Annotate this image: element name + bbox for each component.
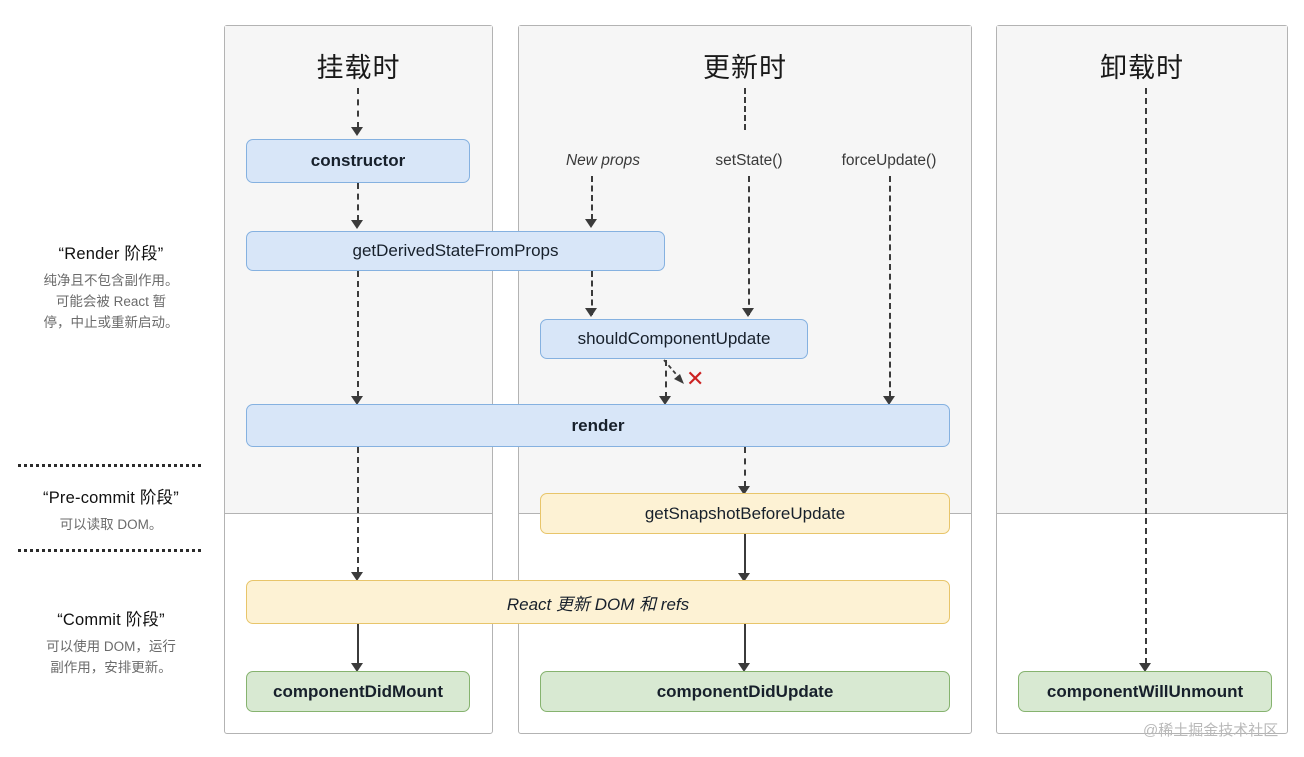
arrowhead-unmount-to-cwu — [1139, 663, 1151, 672]
column-panel-unmount: 卸载时 — [996, 25, 1288, 734]
panel-render-region-unmount — [997, 26, 1287, 514]
arrowhead-reactdom-to-cdm — [351, 663, 363, 672]
phase-title-pre-commit: “Pre-commit 阶段” — [43, 489, 179, 507]
phase-label-commit: “Commit 阶段” 可以使用 DOM，运行副作用，安排更新。 — [0, 606, 222, 679]
connector-render-to-snapshot — [744, 447, 746, 487]
column-title-unmount: 卸载时 — [1100, 53, 1184, 83]
phase-desc-commit: 可以使用 DOM，运行副作用，安排更新。 — [46, 639, 176, 675]
arrowhead-force-update — [883, 396, 895, 405]
arrowhead-set-state — [742, 308, 754, 317]
connector-gdsfp-to-render — [357, 271, 359, 397]
skip-render-arrow — [663, 359, 684, 384]
skip-render-x-icon: ✕ — [686, 366, 705, 391]
arrowhead-reactdom-to-cdu — [738, 663, 750, 672]
node-get-derived-state-from-props[interactable]: getDerivedStateFromProps — [246, 231, 665, 271]
phase-title-render: “Render 阶段” — [58, 245, 164, 263]
column-title-update: 更新时 — [703, 53, 787, 83]
watermark: @稀土掘金技术社区 — [1143, 722, 1279, 739]
connector-set-state — [748, 176, 750, 315]
arrowhead-snapshot-to-reactdom — [738, 573, 750, 582]
phase-divider-bottom — [18, 549, 201, 552]
arrowhead-mount-top — [351, 127, 363, 136]
node-get-snapshot-before-update[interactable]: getSnapshotBeforeUpdate — [540, 493, 950, 534]
connector-constructor-to-gdsfp — [357, 183, 359, 221]
connector-unmount-top — [1145, 88, 1147, 664]
connector-reactdom-to-cdm — [357, 624, 359, 664]
arrowhead-gdsfp-to-scu — [585, 308, 597, 317]
phase-label-pre-commit: “Pre-commit 阶段” 可以读取 DOM。 — [0, 484, 222, 536]
connector-snapshot-to-reactdom — [744, 534, 746, 574]
node-component-did-update[interactable]: componentDidUpdate — [540, 671, 950, 712]
node-constructor[interactable]: constructor — [246, 139, 470, 183]
connector-mount-top — [357, 88, 359, 128]
trigger-set-state: setState() — [715, 152, 783, 169]
phase-title-commit: “Commit 阶段” — [57, 611, 165, 629]
connector-new-props — [591, 176, 593, 220]
node-react-updates-dom[interactable]: React 更新 DOM 和 refs — [246, 580, 950, 624]
phase-label-render: “Render 阶段” 纯净且不包含副作用。可能会被 React 暂停，中止或重… — [0, 240, 222, 334]
connector-gdsfp-to-scu — [591, 271, 593, 315]
node-component-will-unmount[interactable]: componentWillUnmount — [1018, 671, 1272, 712]
phase-divider-top — [18, 464, 201, 467]
trigger-force-update: forceUpdate() — [841, 152, 937, 169]
connector-reactdom-to-cdu — [744, 624, 746, 664]
connector-update-top — [744, 88, 746, 130]
arrowhead-render-to-snapshot — [738, 486, 750, 495]
connector-scu-to-render — [665, 360, 667, 398]
arrowhead-constructor-to-gdsfp — [351, 220, 363, 229]
node-component-did-mount[interactable]: componentDidMount — [246, 671, 470, 712]
arrowhead-new-props — [585, 219, 597, 228]
arrowhead-render-to-reactdom-mount — [351, 572, 363, 581]
connector-render-to-reactdom-mount — [357, 447, 359, 573]
node-should-component-update[interactable]: shouldComponentUpdate — [540, 319, 808, 359]
connector-force-update — [889, 176, 891, 397]
arrowhead-gdsfp-to-render — [351, 396, 363, 405]
arrowhead-scu-to-render — [659, 396, 671, 405]
column-title-mount: 挂载时 — [316, 53, 401, 83]
trigger-new-props: New props — [565, 152, 641, 169]
node-render[interactable]: render — [246, 404, 950, 447]
phase-desc-pre-commit: 可以读取 DOM。 — [59, 517, 163, 532]
phase-desc-render: 纯净且不包含副作用。可能会被 React 暂停，中止或重新启动。 — [43, 273, 179, 330]
